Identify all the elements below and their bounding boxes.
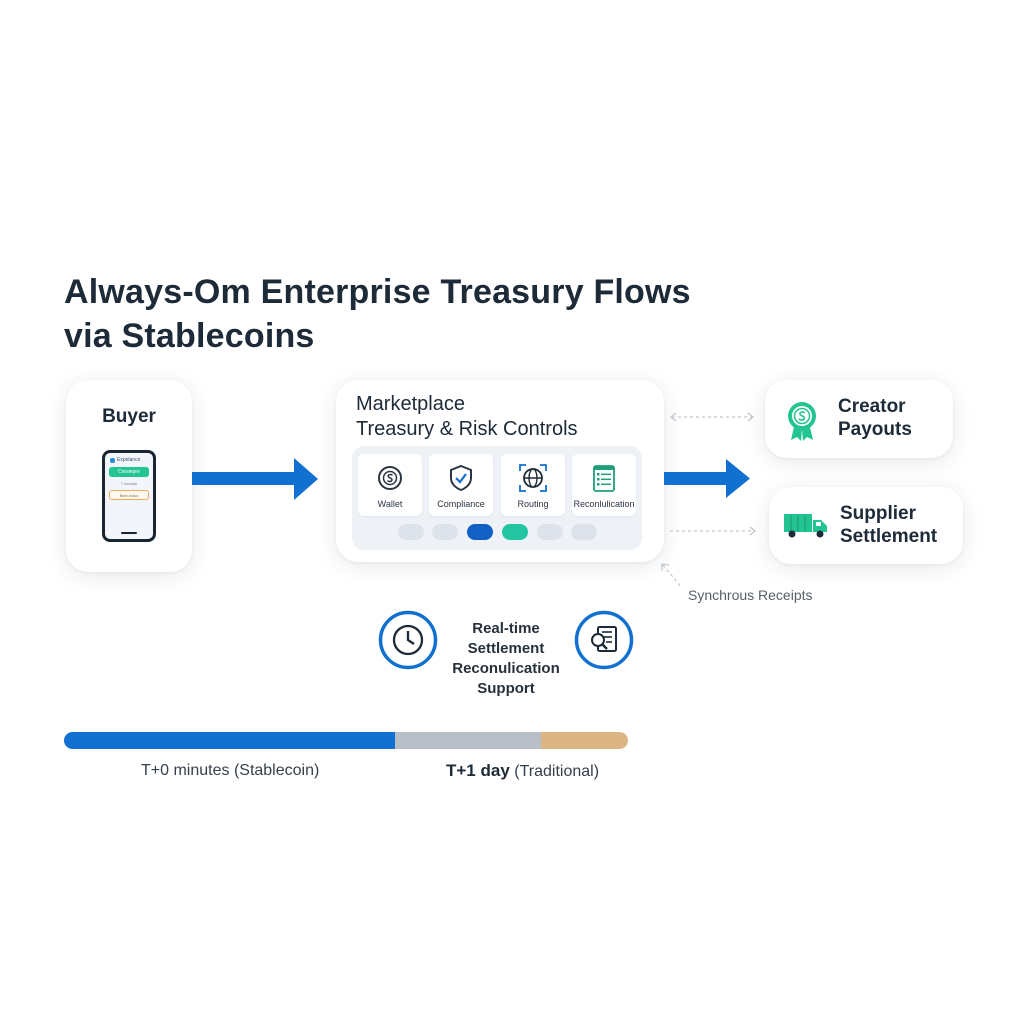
module-label: Routing bbox=[517, 499, 549, 509]
timeline-segment-stablecoin bbox=[64, 732, 395, 749]
pager-dot[interactable] bbox=[432, 524, 458, 540]
flow-arrow-hub-to-outputs bbox=[664, 459, 750, 498]
title-line-1: Always-Om Enterprise Treasury Flows bbox=[64, 273, 691, 311]
feature-line-4: Support bbox=[477, 680, 535, 697]
supplier-settlement-card: Supplier Settlement bbox=[769, 487, 963, 564]
globe-routing-icon bbox=[519, 464, 547, 492]
timeline-segment-traditional bbox=[541, 732, 628, 749]
feature-line-3: Reconulication bbox=[452, 660, 560, 677]
flow-arrow-buyer-to-hub bbox=[192, 458, 318, 500]
module-reconciliation: Reconlulication bbox=[572, 454, 636, 516]
phone-small-text: T-amatsial bbox=[120, 482, 138, 486]
module-routing: Routing bbox=[501, 454, 565, 516]
buyer-label: Buyer bbox=[102, 406, 156, 427]
document-search-icon bbox=[574, 610, 634, 670]
supplier-label-line-2: Settlement bbox=[840, 526, 938, 547]
shield-check-icon bbox=[450, 464, 472, 492]
clock-icon bbox=[378, 610, 438, 670]
wallet-coin-icon bbox=[378, 466, 402, 490]
hub-title-line-2: Treasury & Risk Controls bbox=[356, 418, 578, 440]
dashed-connector-creator bbox=[669, 412, 755, 422]
coin-badge-icon bbox=[788, 402, 816, 441]
timeline-segment-gray bbox=[395, 732, 541, 749]
phone-app-header: Expelance bbox=[110, 457, 140, 463]
pager-dot-active[interactable] bbox=[467, 524, 493, 540]
creator-payouts-card: Creator Payouts bbox=[765, 380, 953, 458]
dashed-connector-receipts bbox=[661, 563, 683, 589]
pager-dot[interactable] bbox=[398, 524, 424, 540]
phone-outline-button: Bein.eclus bbox=[109, 490, 149, 500]
timeline-label-stablecoin: T+0 minutes (Stablecoin) bbox=[141, 762, 319, 780]
module-wallet: Wallet bbox=[358, 454, 422, 516]
traditional-time: T+1 day bbox=[446, 761, 510, 780]
title-line-2: via Stablecoins bbox=[64, 317, 315, 355]
creator-label-line-1: Creator bbox=[838, 396, 906, 417]
delivery-truck-icon bbox=[784, 514, 827, 538]
app-logo-icon bbox=[110, 457, 115, 463]
module-compliance: Compliance bbox=[429, 454, 493, 516]
phone-primary-button: Cresiepre bbox=[109, 467, 149, 477]
timeline-label-traditional: T+1 day (Traditional) bbox=[446, 761, 599, 781]
supplier-label-line-1: Supplier bbox=[840, 503, 917, 524]
phone-app-name: Expelance bbox=[117, 457, 141, 463]
ledger-list-icon bbox=[593, 465, 615, 492]
diagram-title: Always-Om Enterprise Treasury Flows via … bbox=[64, 270, 691, 358]
settlement-timeline-bar bbox=[64, 732, 628, 749]
dashed-connector-supplier bbox=[670, 526, 757, 536]
module-label: Wallet bbox=[377, 499, 403, 509]
receipts-note: Synchrous Receipts bbox=[688, 587, 813, 603]
traditional-suffix: (Traditional) bbox=[514, 763, 600, 780]
buyer-card: Buyer Expelance Cresiepre T-amatsial Bei… bbox=[66, 380, 192, 572]
creator-label-line-2: Payouts bbox=[838, 419, 912, 440]
creator-label: Creator Payouts bbox=[838, 395, 912, 441]
smartphone-icon: Expelance Cresiepre T-amatsial Bein.eclu… bbox=[102, 450, 156, 542]
hub-title-line-1: Marketplace bbox=[356, 393, 465, 415]
module-label: Reconlulication bbox=[573, 499, 635, 509]
stablecoin-suffix: (Stablecoin) bbox=[233, 762, 320, 779]
feature-line-2: Settlement bbox=[467, 640, 545, 657]
pager-dot[interactable] bbox=[571, 524, 597, 540]
treasury-hub-card: Marketplace Treasury & Risk Controls Wal… bbox=[336, 380, 664, 562]
supplier-label: Supplier Settlement bbox=[840, 502, 937, 548]
pager-dot-highlight[interactable] bbox=[502, 524, 528, 540]
feature-line-1: Real-time bbox=[472, 620, 540, 637]
feature-description: Real-time Settlement Reconulication Supp… bbox=[440, 619, 572, 699]
stablecoin-time: T+0 minutes bbox=[141, 762, 230, 779]
module-label: Compliance bbox=[437, 499, 485, 509]
controls-panel: Wallet Compliance Routing bbox=[352, 446, 642, 550]
pager-dot[interactable] bbox=[537, 524, 563, 540]
phone-home-indicator bbox=[121, 532, 137, 534]
hub-title: Marketplace Treasury & Risk Controls bbox=[356, 392, 578, 442]
